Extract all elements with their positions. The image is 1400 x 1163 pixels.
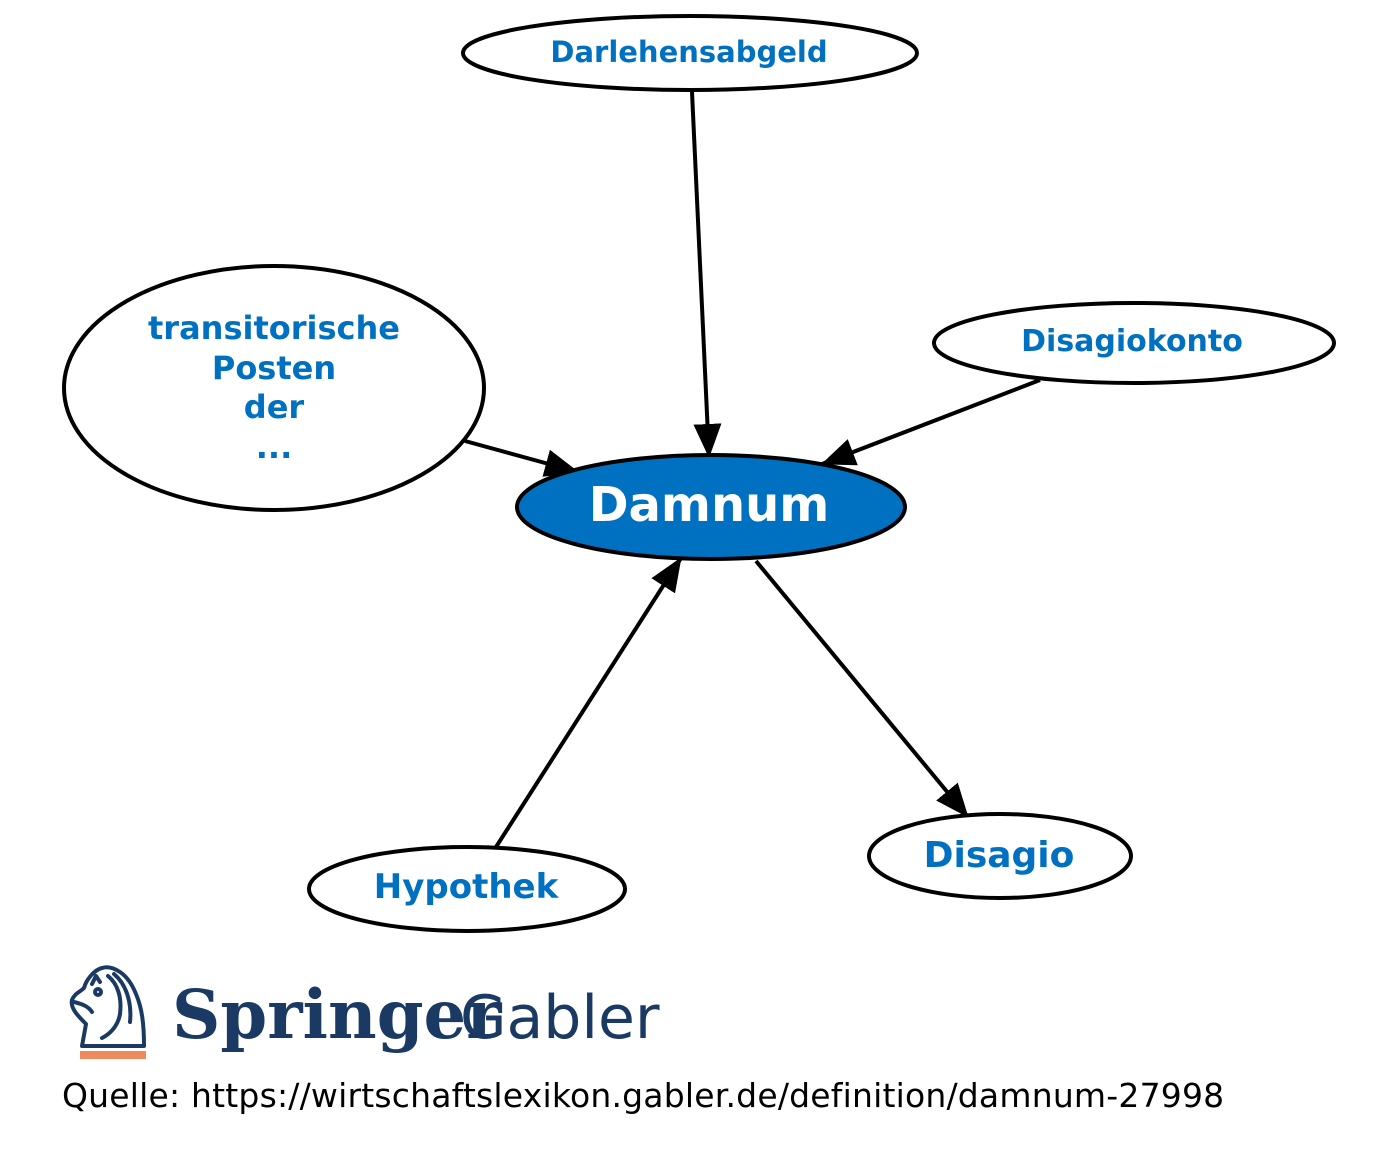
node-hypothek-shape bbox=[307, 845, 627, 933]
edge-darlehensabgeld-to-damnum bbox=[690, 91, 722, 458]
node-disagiokonto[interactable]: Disagiokonto bbox=[932, 301, 1336, 385]
springer-gabler-logo: Springer Gabler bbox=[69, 965, 660, 1059]
node-transitorische-line-3: der bbox=[244, 388, 305, 426]
source-citation: Quelle: https://wirtschaftslexikon.gable… bbox=[62, 1076, 1225, 1115]
logo-brand-text: Springer bbox=[172, 975, 502, 1054]
concept-map: Damnum Darlehensabgeld transitorische Po… bbox=[62, 14, 1336, 933]
node-disagiokonto-label: Disagiokonto bbox=[1021, 324, 1243, 359]
edges bbox=[464, 91, 1041, 849]
node-transitorische-line-1: transitorische bbox=[148, 309, 400, 347]
node-transitorische-posten-shape bbox=[62, 264, 486, 512]
node-damnum-shape bbox=[515, 453, 907, 561]
edge-transitorische-to-damnum bbox=[464, 439, 579, 477]
node-disagiokonto-shape bbox=[932, 301, 1336, 385]
logo-sub-brand-text: Gabler bbox=[460, 983, 660, 1053]
chess-knight-icon bbox=[69, 965, 146, 1048]
edge-disagiokonto-to-damnum bbox=[821, 378, 1041, 466]
node-disagio-label: Disagio bbox=[924, 835, 1075, 876]
node-hypothek-label: Hypothek bbox=[374, 867, 560, 907]
node-darlehensabgeld-shape bbox=[461, 14, 919, 92]
node-transitorische-posten[interactable]: transitorische Posten der ... bbox=[62, 264, 486, 512]
node-damnum-label: Damnum bbox=[589, 477, 830, 533]
node-disagio-shape bbox=[867, 812, 1133, 900]
node-disagio[interactable]: Disagio bbox=[867, 812, 1133, 900]
node-damnum[interactable]: Damnum bbox=[515, 453, 907, 561]
edge-hypothek-to-damnum bbox=[494, 556, 683, 849]
node-hypothek[interactable]: Hypothek bbox=[307, 845, 627, 933]
node-transitorische-line-2: Posten bbox=[212, 349, 336, 387]
node-darlehensabgeld[interactable]: Darlehensabgeld bbox=[461, 14, 919, 92]
node-darlehensabgeld-label: Darlehensabgeld bbox=[550, 35, 827, 69]
node-transitorische-line-4: ... bbox=[256, 428, 292, 466]
edge-damnum-to-disagio bbox=[754, 559, 970, 819]
logo-accent-bar bbox=[80, 1051, 146, 1059]
